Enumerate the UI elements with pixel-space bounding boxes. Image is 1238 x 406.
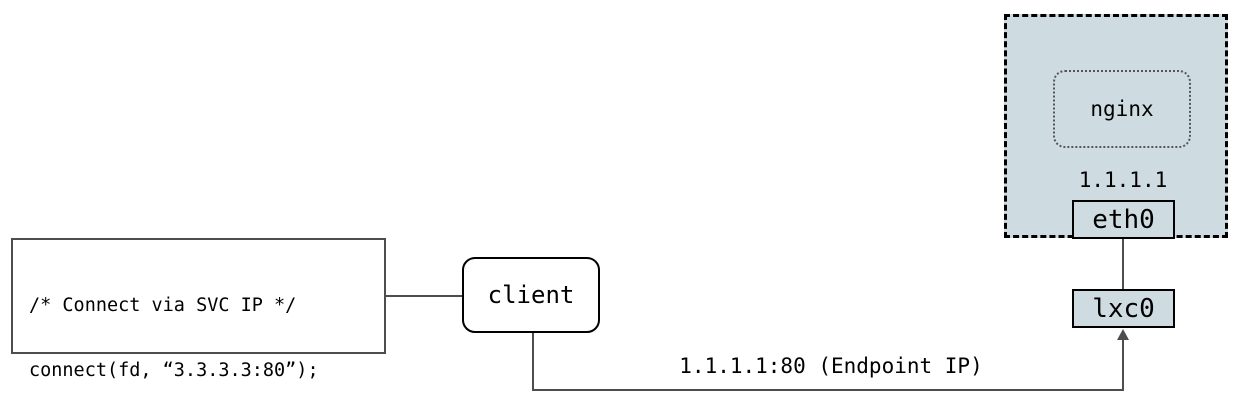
connector-code-to-client <box>386 295 462 297</box>
connector-eth0-to-lxc0 <box>1122 238 1124 290</box>
endpoint-path-label: 1.1.1.1:80 (Endpoint IP) <box>645 350 1017 382</box>
node-box-client: client <box>462 257 600 333</box>
process-box-nginx: nginx <box>1053 70 1191 148</box>
interface-box-lxc0: lxc0 <box>1072 289 1175 328</box>
container-ip-label: 1.1.1.1 <box>1054 166 1192 194</box>
arrowhead-up-icon <box>1117 329 1129 340</box>
process-label-nginx: nginx <box>1090 97 1154 121</box>
code-line-connect: connect(fd, “3.3.3.3:80”); <box>29 360 319 381</box>
connector-client-down <box>532 333 534 391</box>
interface-box-eth0: eth0 <box>1072 200 1175 239</box>
interface-label-lxc0: lxc0 <box>1092 293 1155 324</box>
endpoint-path-text: 1.1.1.1:80 (Endpoint IP) <box>679 354 983 378</box>
container-ip-text: 1.1.1.1 <box>1078 168 1168 192</box>
connector-endpoint-horizontal <box>532 389 1124 391</box>
code-line-comment: /* Connect via SVC IP */ <box>29 295 297 316</box>
connector-endpoint-up <box>1122 337 1124 391</box>
interface-label-eth0: eth0 <box>1092 204 1155 235</box>
code-snippet-box: /* Connect via SVC IP */ connect(fd, “3.… <box>11 238 386 381</box>
node-label-client: client <box>487 281 575 309</box>
